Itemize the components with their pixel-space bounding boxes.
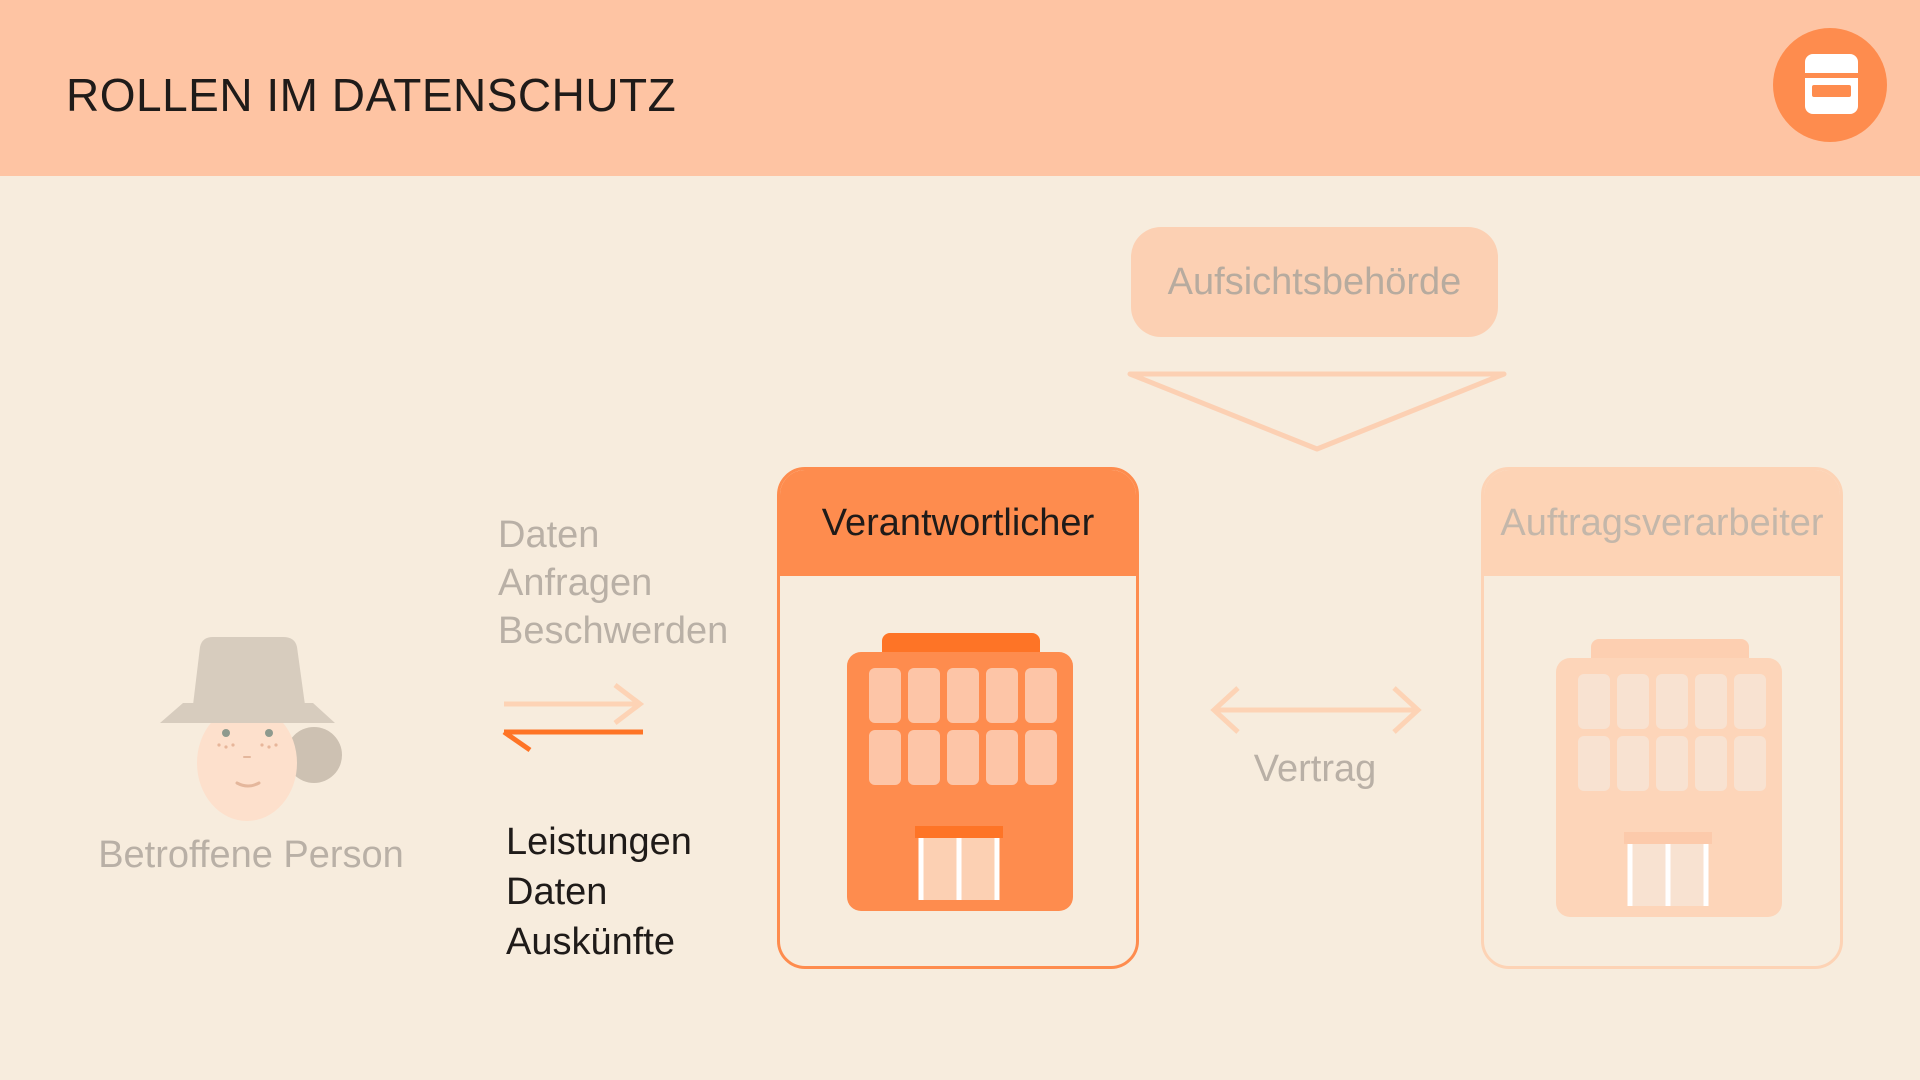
flow-item: Leistungen (506, 821, 692, 863)
authority-label: Aufsichtsbehörde (1167, 260, 1462, 303)
controller-building-icon (847, 633, 1073, 911)
authority-box: Aufsichtsbehörde (1131, 227, 1498, 337)
flow-item: Auskünfte (506, 921, 675, 963)
controller-label: Verantwortlicher (780, 470, 1136, 576)
flow-item: Beschwerden (498, 610, 729, 652)
processor-building-icon (1556, 639, 1782, 917)
flow-item: Anfragen (498, 562, 653, 604)
storage-box-icon (1773, 28, 1887, 142)
contract-label: Vertrag (1253, 748, 1377, 790)
incoming-flow-list: Daten Anfragen Beschwerden (498, 511, 728, 655)
person-avatar-icon (160, 637, 342, 821)
header-bar: ROLLEN IM DATENSCHUTZ (0, 0, 1920, 176)
contract-double-arrow-icon (1210, 686, 1422, 734)
outgoing-flow-list: Leistungen Daten Auskünfte (506, 817, 692, 967)
flow-item: Daten (506, 871, 608, 913)
data-subject-label: Betroffene Person (98, 834, 404, 876)
page-title: ROLLEN IM DATENSCHUTZ (66, 69, 677, 121)
exchange-arrows-icon (502, 683, 645, 753)
processor-label: Auftragsverarbeiter (1484, 470, 1840, 576)
flow-item: Daten (498, 514, 600, 556)
controller-card: Verantwortlicher (777, 467, 1139, 969)
